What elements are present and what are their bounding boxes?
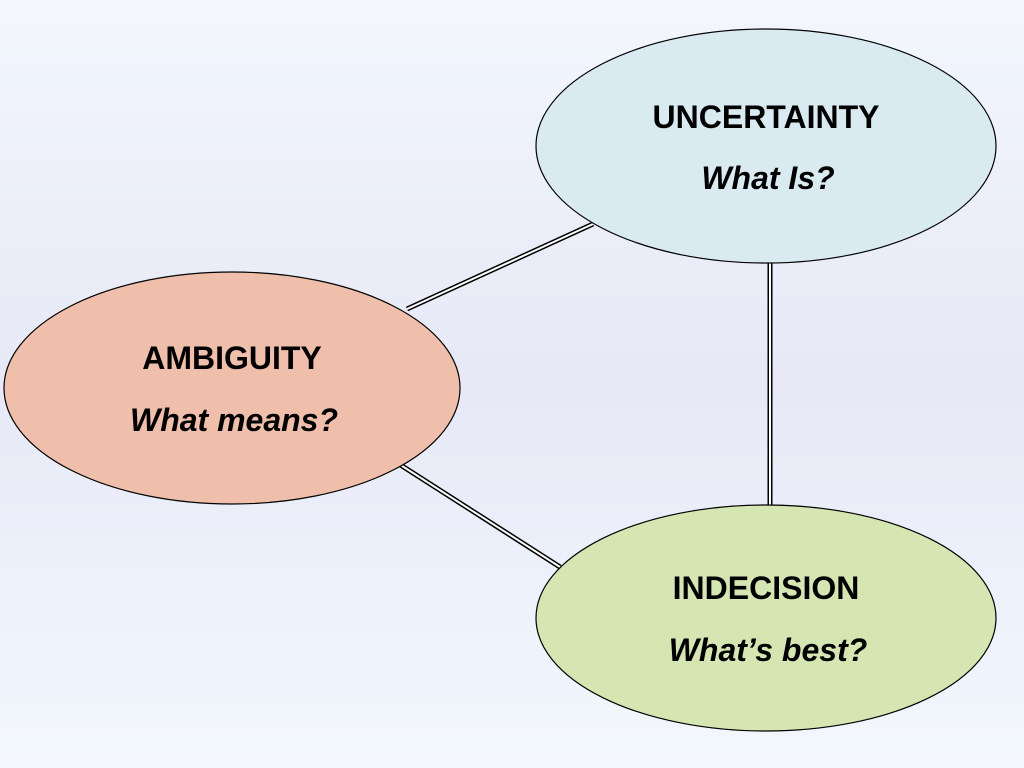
indecision-title: INDECISION <box>673 570 860 606</box>
node-indecision: INDECISION What’s best? <box>535 504 997 732</box>
ambiguity-title: AMBIGUITY <box>142 340 322 376</box>
ambiguity-subtitle: What means? <box>130 402 338 438</box>
ambiguity-ellipse <box>3 271 461 505</box>
connector-ambiguity-indecision <box>397 461 562 570</box>
uncertainty-title: UNCERTAINTY <box>653 99 880 135</box>
connector-ambiguity-uncertainty <box>405 221 595 312</box>
uncertainty-subtitle: What Is? <box>701 160 834 196</box>
uncertainty-ellipse <box>535 28 997 264</box>
node-uncertainty: UNCERTAINTY What Is? <box>535 28 997 264</box>
indecision-subtitle: What’s best? <box>669 632 868 668</box>
indecision-ellipse <box>535 504 997 732</box>
node-ambiguity: AMBIGUITY What means? <box>3 271 461 505</box>
